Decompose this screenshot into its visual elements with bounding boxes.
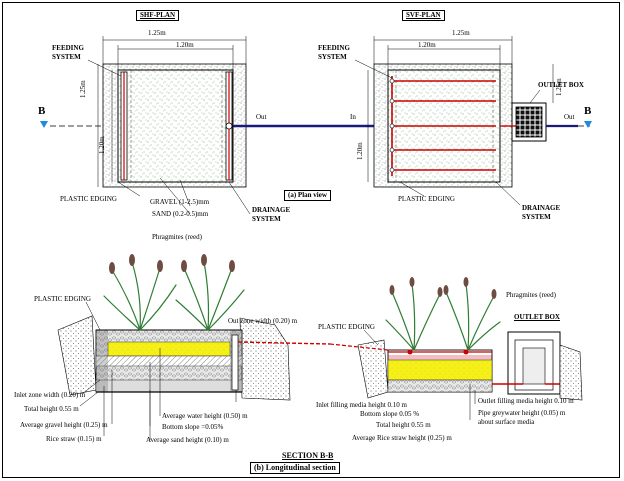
shf-drainage-system-label: DRAINAGE SYSTEM bbox=[252, 206, 291, 223]
avg-water-height-label: Average water height (0.50) m bbox=[162, 412, 248, 420]
svf-plan bbox=[373, 63, 578, 188]
section-marker-left: B bbox=[38, 105, 46, 117]
out-label: Out bbox=[256, 113, 267, 121]
phragmites-left-label: Phragmites (reed) bbox=[152, 233, 202, 241]
shf-dim-top-outer: 1.25m bbox=[148, 29, 166, 37]
plan-outlet-box-label: OUTLET BOX bbox=[538, 81, 584, 89]
section-caption: (b) Longitudinal section bbox=[250, 462, 340, 474]
inlet-zone-width-label: Inlet zone width (0.20) m bbox=[14, 391, 86, 399]
svf-plastic-edging-label: PLASTIC EDGING bbox=[398, 195, 455, 203]
section-arrow-right bbox=[584, 121, 592, 128]
svf-dim-top-outer: 1.25m bbox=[452, 29, 470, 37]
svf-drainage-system-label: DRAINAGE SYSTEM bbox=[522, 204, 561, 221]
shf-dim-side-outer: 1.25m bbox=[79, 80, 87, 98]
section-left-bed bbox=[57, 315, 331, 401]
avg-sand-height-label: Average sand height (0.10) m bbox=[146, 436, 229, 444]
plastic-edging-right-label: PLASTIC EDGING bbox=[318, 323, 375, 331]
svf-plan-title: SVF-PLAN bbox=[402, 10, 445, 21]
section-arrow-left bbox=[40, 121, 48, 128]
phragmites-right-label: Phragmites (reed) bbox=[506, 291, 556, 299]
shf-feeding-system-label: FEEDING SYSTEM bbox=[52, 44, 84, 61]
section-marker-right: B bbox=[584, 105, 592, 117]
total-height-left-label: Total height 0.55 m bbox=[24, 405, 79, 413]
in-label: In bbox=[350, 113, 356, 121]
section-right-bed bbox=[329, 331, 583, 401]
section-leaders bbox=[79, 301, 476, 440]
bottom-slope-left-label: Bottom slope =0.05% bbox=[162, 423, 224, 431]
shf-plastic-edging-label: PLASTIC EDGING bbox=[60, 195, 117, 203]
svf-dim-side-inner: 1.20m bbox=[356, 142, 364, 160]
pipe-greywater-label: Pipe greywater height (0.05) m about sur… bbox=[478, 409, 566, 426]
avg-gravel-height-label: Average gravel height (0.25) m bbox=[20, 421, 108, 429]
section-title: SECTION B-B bbox=[282, 451, 334, 460]
plan-dimensions bbox=[87, 36, 554, 215]
bottom-slope-right-label: Bottom slope 0.05 % bbox=[360, 410, 420, 418]
total-height-right-label: Total height 0.55 m bbox=[376, 421, 431, 429]
svf-dim-top-inner: 1.20m bbox=[418, 41, 436, 49]
inlet-filling-media-label: Inlet filling media height 0.10 m bbox=[316, 401, 407, 409]
rice-straw-label: Rice straw (0.15) m bbox=[46, 435, 102, 443]
outlet-filling-media-label: Outlet filling media height 0.10 m bbox=[478, 397, 574, 405]
out-zone-width-label: Out zone width (0.20) m bbox=[228, 317, 298, 325]
avg-rice-straw-label: Average Rice straw height (0.25) m bbox=[352, 434, 452, 442]
gravel-label: GRAVEL (1-2.5)mm bbox=[150, 198, 210, 206]
plan-view-caption: (a) Plan view bbox=[284, 190, 331, 201]
sand-label: SAND (0.2-0.5)mm bbox=[152, 210, 209, 218]
section-outlet-box-label: OUTLET BOX bbox=[514, 313, 560, 321]
shf-plan bbox=[102, 63, 247, 188]
svf-feeding-system-label: FEEDING SYSTEM bbox=[318, 44, 350, 61]
shf-dim-top-inner: 1.20m bbox=[176, 41, 194, 49]
shf-dim-side-inner: 1.20m bbox=[98, 136, 106, 154]
reed-plants bbox=[103, 254, 501, 351]
outlet-out-label: Out bbox=[564, 113, 575, 121]
shf-plan-title: SHF-PLAN bbox=[136, 10, 179, 21]
plastic-edging-left-label: PLASTIC EDGING bbox=[34, 295, 91, 303]
